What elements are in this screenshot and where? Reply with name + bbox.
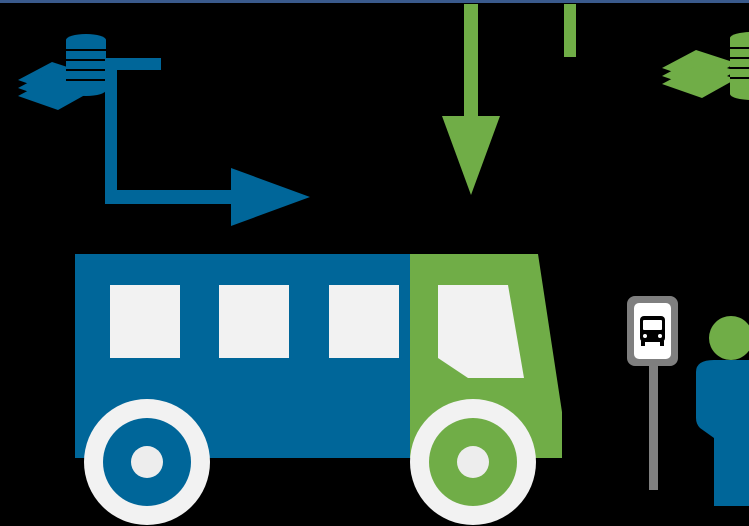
bus-stop-sign-icon <box>627 296 678 490</box>
green-tick-bar <box>564 4 576 57</box>
bus-front-wheel-icon <box>410 399 536 525</box>
blue-elbow-arrow-icon <box>105 58 310 226</box>
person-icon <box>696 316 749 506</box>
green-down-arrow-icon <box>442 4 500 195</box>
bus-window-1 <box>110 285 180 358</box>
bus-rear-wheel-icon <box>84 399 210 525</box>
bus-window-3 <box>329 285 399 358</box>
bus-window-2 <box>219 285 289 358</box>
right-money-stack-icon <box>662 32 749 100</box>
left-money-stack-icon <box>18 34 106 110</box>
bus-icon <box>75 254 562 525</box>
